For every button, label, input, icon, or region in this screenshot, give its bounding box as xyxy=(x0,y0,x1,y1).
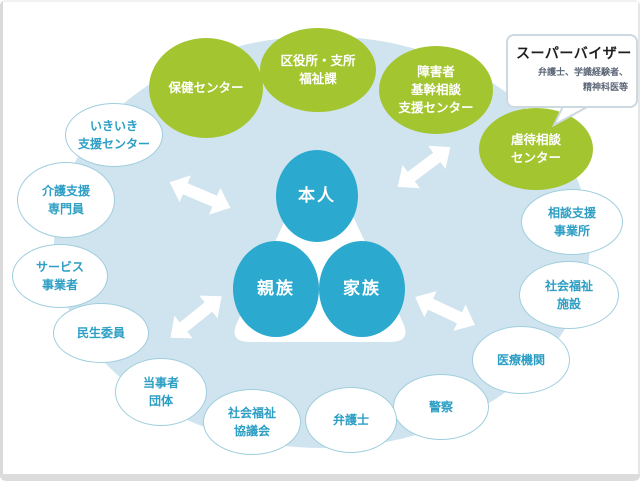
node-service-jigyosha: サービス 事業者 xyxy=(12,244,108,308)
node-kaigo-shien-senmonin: 介護支援 専門員 xyxy=(17,162,115,238)
node-tojisha-dantai: 当事者 団体 xyxy=(115,358,207,426)
supervisor-callout-body: 弁護士、学識経験者、 精神科医等 xyxy=(537,68,628,94)
node-bengoshi: 弁護士 xyxy=(305,387,397,453)
node-minsei-iin: 民生委員 xyxy=(53,303,149,363)
supervisor-callout-title: スーパーバイザー xyxy=(516,46,632,62)
frame-edge-bottom xyxy=(0,474,640,481)
node-gyakutai-sodan-center: 虐待相談 センター xyxy=(479,108,593,190)
node-shakai-fukushi-kyogikai: 社会福祉 協議会 xyxy=(203,389,301,455)
node-iryo-kikan: 医療機関 xyxy=(472,326,570,394)
node-shogaisha-kikan-sodan-center: 障害者 基幹相談 支援センター xyxy=(379,46,493,134)
node-hoken-center: 保健センター xyxy=(149,38,263,138)
supervisor-callout: スーパーバイザー 弁護士、学識経験者、 精神科医等 xyxy=(506,34,638,108)
node-kuyakusho-fukushika: 区役所・支所 福祉課 xyxy=(260,28,376,112)
node-sodan-shien-jigyosho: 相談支援 事業所 xyxy=(521,189,623,255)
node-kazoku: 家族 xyxy=(319,241,405,337)
frame-edge-left xyxy=(0,0,3,481)
node-shinzoku: 親族 xyxy=(233,241,319,337)
node-honnin: 本人 xyxy=(276,150,358,242)
node-shakai-fukushi-shisetsu: 社会福祉 施設 xyxy=(519,261,619,329)
node-keisatsu: 警察 xyxy=(393,374,489,440)
node-ikiiki-shien-center: いきいき 支援センター xyxy=(65,103,163,167)
frame-edge-top xyxy=(0,0,640,2)
